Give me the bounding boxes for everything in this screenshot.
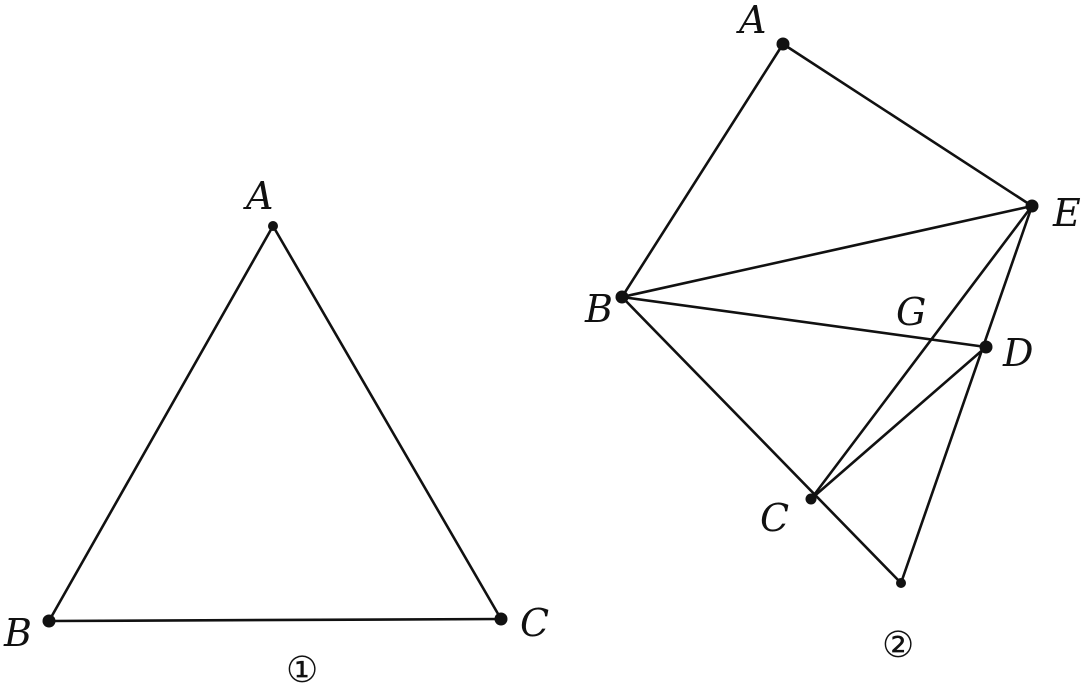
fig2-label-b: B [584,287,613,331]
fig1-segment-bc [47,617,503,623]
fig2-vertex-b [615,290,629,304]
fig1-label-c: C [520,601,549,645]
fig2-segment-ae [781,42,1034,208]
fig2-vertex-e [1025,199,1039,213]
fig2-segment-bd [620,295,988,349]
fig2-vertex-c [805,493,817,505]
fig2-segment-ec [809,204,1034,501]
fig2-segment-ef [899,204,1034,585]
fig1-vertex-c [494,612,508,626]
fig2-segment-cd [809,345,988,501]
fig1-label-b: B [3,611,32,655]
fig2-segment-bf [620,295,903,585]
fig2-label-c: C [760,496,789,540]
fig2-segment-ab [620,42,785,299]
fig1-vertex-b [42,614,56,628]
fig2-segment-be [620,204,1034,299]
fig2-vertex-a [776,37,790,51]
fig1-segment-ac [271,224,503,621]
fig2-caption: ② [882,625,914,666]
fig2-label-d: D [1002,331,1033,375]
fig1-caption: ① [286,650,318,691]
fig2-label-a: A [736,0,766,42]
fig1-vertex-a [268,221,278,231]
fig2-label-g: G [896,290,926,334]
fig2-vertex-d [979,340,993,354]
figure-2: A E B G D C ② [584,0,1081,666]
fig2-vertex-f [896,578,906,588]
fig1-segment-ab [47,224,275,623]
fig1-label-a: A [243,174,273,218]
fig2-label-e: E [1052,191,1081,235]
figure-1: A B C ① [3,174,549,691]
